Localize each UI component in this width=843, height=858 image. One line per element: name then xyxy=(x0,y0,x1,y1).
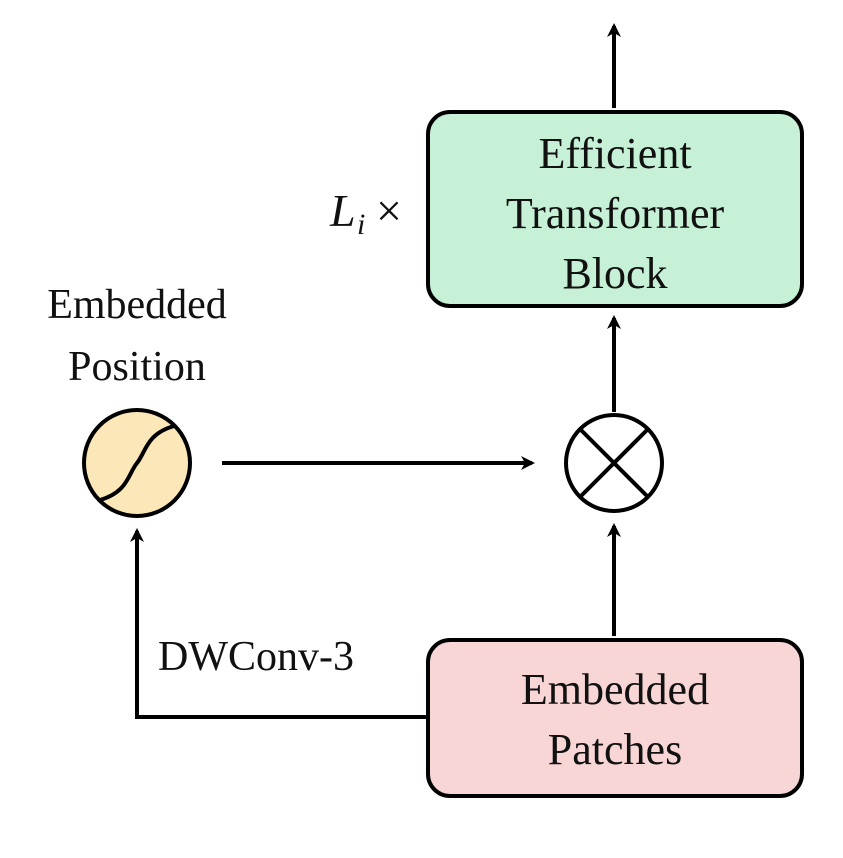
embedded-patches-block: Embedded Patches xyxy=(426,638,804,798)
transformer-block: Efficient Transformer Block xyxy=(426,110,804,308)
dwconv-path xyxy=(130,528,428,719)
combine-node xyxy=(564,413,664,513)
embedded-position-line-1: Embedded xyxy=(47,282,227,328)
transformer-block-box xyxy=(426,110,804,308)
transformer-block-line-2: Transformer xyxy=(506,189,725,238)
embedded-position-node xyxy=(82,408,192,518)
transformer-block-line-1: Efficient xyxy=(538,129,691,178)
embedded-patches-line-1: Embedded xyxy=(521,665,709,714)
transformer-block-line-3: Block xyxy=(562,249,667,298)
repeat-label: L i × xyxy=(329,185,402,241)
repeat-label-base: L xyxy=(329,185,356,236)
wave-icon xyxy=(99,424,175,502)
repeat-label-subscript: i xyxy=(357,208,365,241)
embedded-position-line-2: Position xyxy=(68,344,206,390)
embedded-patches-line-2: Patches xyxy=(548,725,682,774)
dwconv-label: DWConv-3 xyxy=(158,634,354,680)
repeat-label-times: × xyxy=(376,185,402,236)
embedded-patches-box xyxy=(426,638,804,798)
circled-times-icon xyxy=(578,427,650,499)
